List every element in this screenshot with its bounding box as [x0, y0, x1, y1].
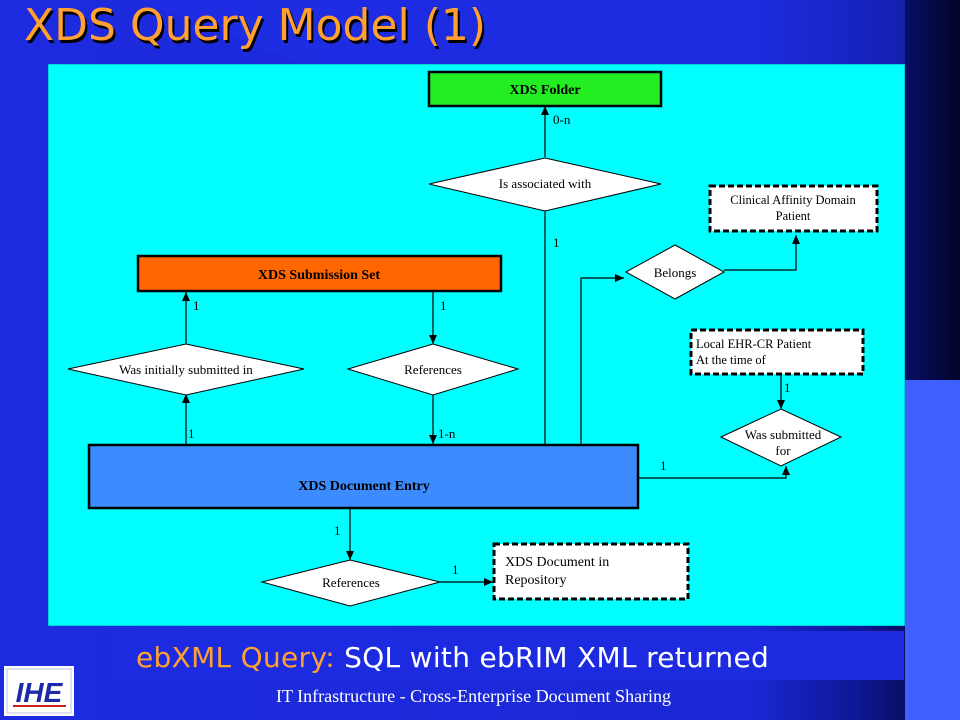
right-accent-shape: [905, 380, 960, 720]
is-associated-with-relationship: Is associated with: [428, 157, 662, 212]
clinical-affinity-patient-entity: Clinical Affinity Domain Patient: [708, 184, 879, 233]
references-set-relationship: References: [346, 343, 520, 396]
is-associated-with-label: Is associated with: [499, 176, 592, 191]
xds-folder-label: XDS Folder: [509, 83, 580, 98]
affinity-patient-line-2: Patient: [776, 209, 811, 223]
multiplicity-repository: 1: [452, 562, 459, 577]
was-submitted-for-line-2: for: [775, 443, 791, 458]
multiplicity-entry-down: 1: [334, 523, 341, 538]
xds-document-entry-entity: XDS Document Entry: [87, 443, 640, 510]
was-initially-submitted-in-relationship: Was initially submitted in: [67, 343, 305, 396]
xds-submission-set-label: XDS Submission Set: [258, 268, 380, 283]
diagram-canvas: XDS Folder Is associated with Clinical A…: [48, 64, 905, 626]
xds-folder-entity: XDS Folder: [427, 70, 663, 108]
was-submitted-for-line-1: Was submitted: [745, 427, 822, 442]
multiplicity-entry-submitted-for: 1: [660, 458, 667, 473]
multiplicity-folder: 0-n: [553, 112, 571, 127]
references-repo-relationship: References: [260, 559, 441, 607]
xds-document-entry-label: XDS Document Entry: [298, 479, 429, 494]
references-repo-label: References: [322, 575, 380, 590]
was-submitted-for-relationship: Was submitted for: [719, 408, 843, 467]
multiplicity-set-right: 1: [440, 298, 447, 313]
caption-box: [112, 631, 904, 680]
caption: ebXML Query: SQL with ebRIM XML returned: [136, 641, 769, 674]
belongs-label: Belongs: [654, 265, 697, 280]
multiplicity-entry-folder: 1: [553, 235, 560, 250]
local-patient-line-1: Local EHR-CR Patient: [696, 337, 812, 351]
multiplicity-entry-references: 1-n: [438, 426, 456, 441]
local-ehr-patient-entity: Local EHR-CR Patient At the time of: [689, 328, 865, 376]
multiplicity-local-patient: 1: [784, 380, 791, 395]
multiplicity-entry-left: 1: [188, 426, 195, 441]
repository-line-1: XDS Document in: [505, 555, 609, 570]
local-patient-line-2: At the time of: [696, 353, 767, 367]
was-initially-submitted-in-label: Was initially submitted in: [119, 362, 253, 377]
xds-submission-set-entity: XDS Submission Set: [136, 254, 503, 293]
xds-document-in-repository-entity: XDS Document in Repository: [492, 542, 690, 601]
ihe-logo-text: IHE: [16, 677, 64, 708]
affinity-patient-line-1: Clinical Affinity Domain: [730, 193, 856, 207]
caption-lead: ebXML Query:: [136, 641, 335, 674]
belongs-relationship: Belongs: [624, 244, 726, 300]
slide-title: XDS Query Model (1): [24, 0, 487, 51]
references-set-label: References: [404, 362, 462, 377]
repository-line-2: Repository: [505, 573, 566, 588]
multiplicity-set-left: 1: [193, 298, 200, 313]
caption-rest: SQL with ebRIM XML returned: [344, 641, 770, 674]
connectors: [182, 106, 800, 586]
ihe-logo-icon: IHE: [4, 666, 74, 716]
footer-text: IT Infrastructure - Cross-Enterprise Doc…: [276, 686, 672, 706]
